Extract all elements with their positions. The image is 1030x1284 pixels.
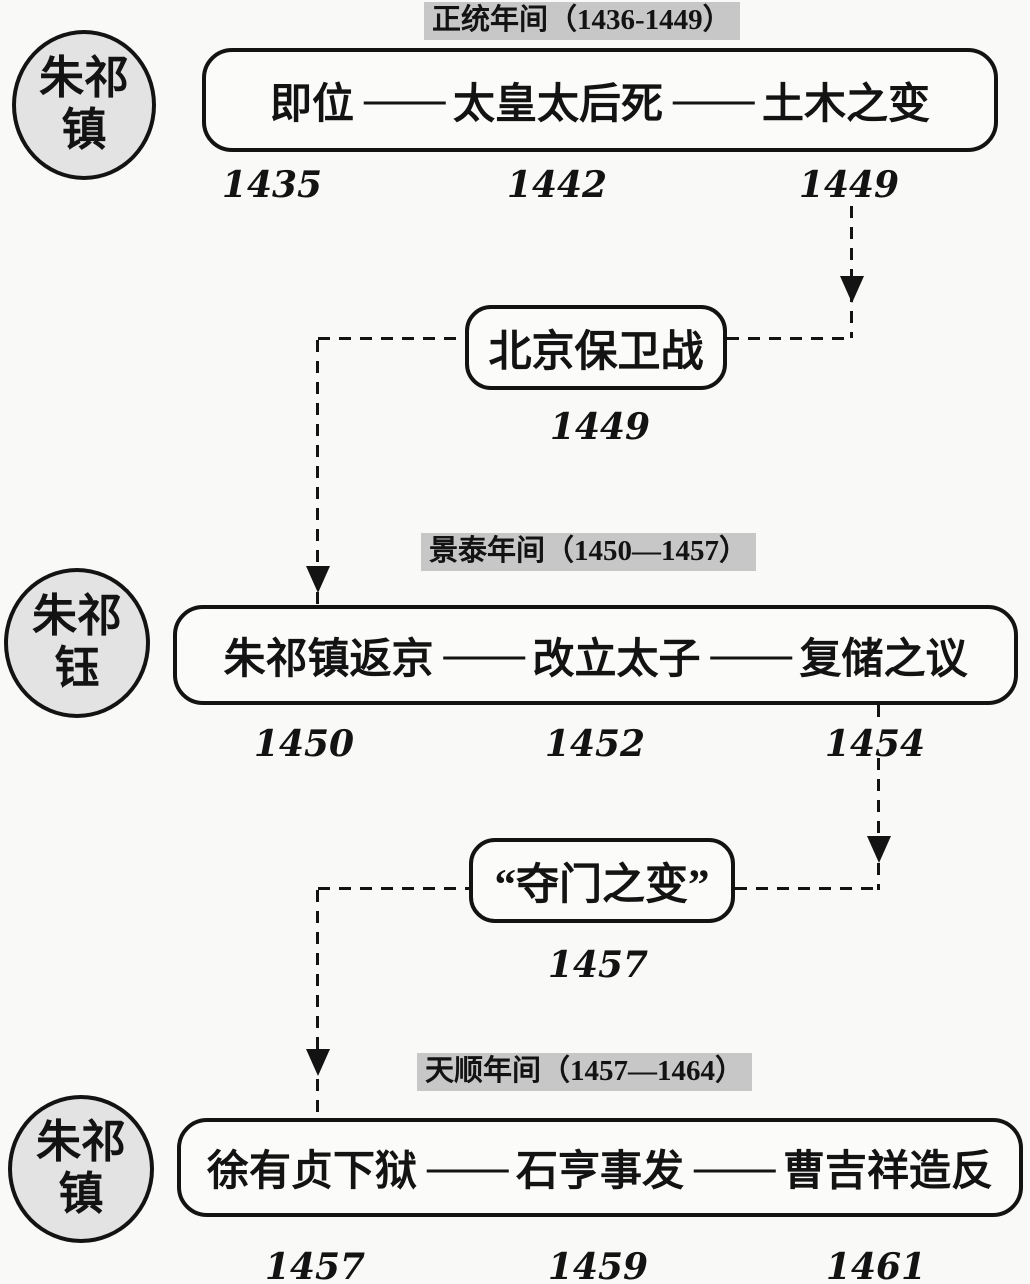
event-label: 石亨事发 xyxy=(515,1149,684,1195)
connector-dash: —— xyxy=(694,1144,775,1191)
connector-dash: —— xyxy=(673,77,754,123)
dashed-line-horizontal xyxy=(318,337,465,340)
year-label: 1457 xyxy=(264,1246,366,1284)
emperor-circle-2: 朱祁 钰 xyxy=(4,568,150,718)
emperor-name-line2: 镇 xyxy=(61,105,107,155)
dashed-line-horizontal xyxy=(727,337,853,340)
year-label: 1452 xyxy=(544,723,646,765)
event-label: 朱祁镇返京 xyxy=(223,636,434,683)
year-label: 1461 xyxy=(825,1246,927,1284)
dashed-line-vertical xyxy=(850,206,853,338)
event-box-beijing-defense: 北京保卫战 xyxy=(465,305,727,390)
event-sequence-box-3: 徐有贞下狱 —— 石亨事发 —— 曹吉祥造反 xyxy=(177,1118,1023,1217)
year-label: 1450 xyxy=(253,723,355,765)
event-sequence-box-1: 即位 —— 太皇太后死 —— 土木之变 xyxy=(202,48,998,152)
event-sequence-box-2: 朱祁镇返京 —— 改立太子 —— 复储之议 xyxy=(173,605,1018,705)
arrow-down-icon xyxy=(306,1049,330,1076)
event-label: 即位 xyxy=(270,81,355,128)
year-label: 1454 xyxy=(824,723,926,765)
connector-dash: —— xyxy=(364,77,445,123)
arrow-down-icon xyxy=(867,836,891,863)
year-label: 1449 xyxy=(549,406,651,448)
era-badge-zhengtong: 正统年间（1436-1449） xyxy=(424,2,740,40)
emperor-circle-1: 朱祁 镇 xyxy=(12,30,156,180)
emperor-name-line1: 朱祁 xyxy=(35,1117,126,1168)
emperor-circle-3: 朱祁 镇 xyxy=(8,1095,154,1243)
event-label: 土木之变 xyxy=(761,81,930,128)
connector-dash: —— xyxy=(443,632,525,678)
connector-dash: —— xyxy=(710,632,792,678)
emperor-name-line2: 钰 xyxy=(54,643,100,693)
era-badge-jingtai: 景泰年间（1450—1457） xyxy=(421,533,757,571)
dashed-line-vertical xyxy=(877,758,880,890)
event-label: 徐有贞下狱 xyxy=(207,1149,418,1195)
event-label: 曹吉祥造反 xyxy=(782,1149,993,1195)
dashed-line-vertical xyxy=(316,340,319,604)
connector-dash: —— xyxy=(427,1144,508,1191)
year-label: 1442 xyxy=(506,164,608,206)
era-badge-tianshun: 天顺年间（1457—1464） xyxy=(417,1053,753,1091)
event-label: 改立太子 xyxy=(532,636,701,683)
dashed-line-horizontal xyxy=(318,887,469,890)
arrow-down-icon xyxy=(306,566,330,593)
year-label: 1459 xyxy=(547,1246,649,1284)
event-box-duomen-coup: “夺门之变” xyxy=(469,838,735,923)
event-label: 复储之议 xyxy=(799,636,968,683)
year-label: 1457 xyxy=(547,944,649,986)
dashed-line-horizontal xyxy=(735,887,880,890)
emperor-name-line2: 镇 xyxy=(58,1169,104,1219)
arrow-down-icon xyxy=(840,276,864,303)
emperor-name-line1: 朱祁 xyxy=(38,53,129,104)
year-label: 1435 xyxy=(221,164,323,206)
year-label: 1449 xyxy=(798,164,900,206)
dashed-line-vertical xyxy=(877,705,880,726)
event-label: 太皇太后死 xyxy=(452,81,663,128)
emperor-name-line1: 朱祁 xyxy=(31,591,122,642)
dashed-line-vertical xyxy=(316,890,319,1118)
